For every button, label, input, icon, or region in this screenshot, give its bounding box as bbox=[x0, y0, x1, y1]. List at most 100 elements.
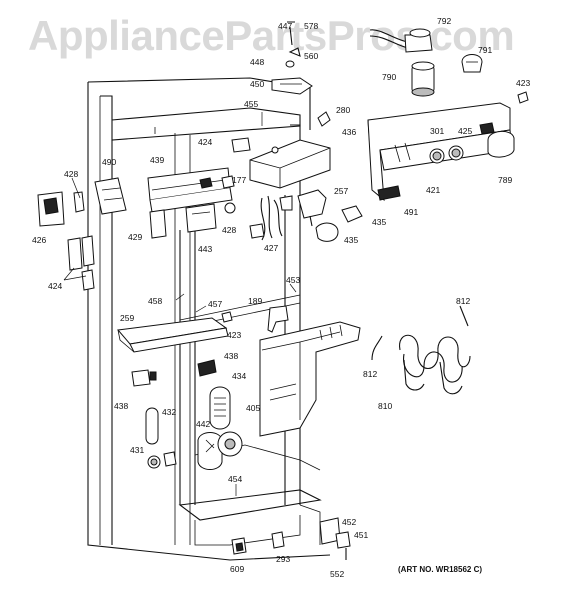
callout-424-top: 424 bbox=[198, 137, 213, 147]
callout-443: 443 bbox=[198, 244, 213, 254]
callout-423-top: 423 bbox=[516, 78, 531, 88]
part-428-bulb bbox=[224, 202, 236, 214]
part-812-upper bbox=[459, 305, 469, 327]
part-431-inner bbox=[150, 458, 158, 466]
part-189 bbox=[267, 305, 289, 333]
callout-429: 429 bbox=[128, 232, 143, 242]
callout-432: 432 bbox=[162, 407, 177, 417]
part-434 bbox=[209, 386, 231, 430]
callout-447: 447 bbox=[278, 21, 293, 31]
part-423-top bbox=[517, 91, 529, 104]
bottom-brackets bbox=[319, 517, 351, 560]
callout-259: 259 bbox=[120, 313, 135, 323]
top-hardware-cluster bbox=[271, 21, 313, 95]
callout-490: 490 bbox=[102, 157, 117, 167]
callout-423-mid: 423 bbox=[227, 330, 242, 340]
fan-motor-442 bbox=[197, 431, 243, 470]
part-789 bbox=[487, 131, 515, 158]
leader-457 bbox=[195, 305, 207, 313]
callout-578: 578 bbox=[304, 21, 319, 31]
callout-177: 177 bbox=[232, 175, 247, 185]
art-number: (ART NO. WR18562 C) bbox=[398, 565, 483, 574]
wiring-harness-427 bbox=[249, 195, 293, 241]
callout-812-upper: 812 bbox=[456, 296, 471, 306]
callout-450: 450 bbox=[250, 79, 265, 89]
damper-motor-assembly bbox=[369, 28, 483, 97]
callout-435-right: 435 bbox=[372, 217, 387, 227]
callout-257: 257 bbox=[334, 186, 349, 196]
callout-439: 439 bbox=[150, 155, 165, 165]
duct-405 bbox=[259, 321, 361, 437]
part-257-lead bbox=[309, 215, 313, 227]
callout-457: 457 bbox=[208, 299, 223, 309]
callout-189: 189 bbox=[248, 296, 263, 306]
callout-552: 552 bbox=[330, 569, 345, 579]
callout-448: 448 bbox=[250, 57, 265, 67]
callout-810: 810 bbox=[378, 401, 393, 411]
part-257 bbox=[297, 189, 327, 219]
callout-424-bottom: 424 bbox=[48, 281, 63, 291]
callout-426: 426 bbox=[32, 235, 47, 245]
part-435-socket bbox=[341, 205, 363, 223]
callout-428-mid: 428 bbox=[222, 225, 237, 235]
callout-301: 301 bbox=[430, 126, 445, 136]
callout-421: 421 bbox=[426, 185, 441, 195]
part-443 bbox=[185, 203, 217, 233]
part-438-lower-plug bbox=[149, 371, 157, 381]
defrost-heater-810 bbox=[399, 334, 471, 395]
callout-428-left: 428 bbox=[64, 169, 79, 179]
part-438-lower bbox=[131, 369, 151, 387]
callout-438-lower: 438 bbox=[114, 401, 129, 411]
watermark: AppliancePartsPros.com bbox=[28, 12, 515, 59]
brackets-424 bbox=[63, 235, 95, 291]
callout-453: 453 bbox=[286, 275, 301, 285]
callout-427: 427 bbox=[264, 243, 279, 253]
evaporator-cover-421 bbox=[367, 102, 513, 202]
part-434-grille bbox=[214, 397, 226, 417]
callout-452: 452 bbox=[342, 517, 357, 527]
callout-458: 458 bbox=[148, 296, 163, 306]
part-609-inner bbox=[235, 542, 244, 552]
part-435-bulb bbox=[315, 222, 339, 242]
callout-789: 789 bbox=[498, 175, 513, 185]
part-177 bbox=[221, 175, 235, 189]
part-293 bbox=[271, 531, 285, 549]
part-423-mid bbox=[221, 311, 233, 323]
callout-442: 442 bbox=[196, 419, 211, 429]
part-432-cap bbox=[163, 451, 177, 467]
callout-436: 436 bbox=[342, 127, 357, 137]
part-432 bbox=[145, 407, 159, 445]
callout-491: 491 bbox=[404, 207, 419, 217]
callout-451: 451 bbox=[354, 530, 369, 540]
callout-609: 609 bbox=[230, 564, 245, 574]
leader-453 bbox=[289, 283, 297, 293]
control-housing-436 bbox=[249, 139, 331, 189]
part-429 bbox=[149, 209, 167, 239]
callout-434: 434 bbox=[232, 371, 247, 381]
part-491 bbox=[377, 185, 401, 201]
callout-791: 791 bbox=[478, 45, 493, 55]
left-switch-parts bbox=[37, 177, 127, 227]
callout-438-upper: 438 bbox=[224, 351, 239, 361]
callout-280: 280 bbox=[336, 105, 351, 115]
part-424-top bbox=[231, 137, 251, 153]
callout-560: 560 bbox=[304, 51, 319, 61]
callout-790: 790 bbox=[382, 72, 397, 82]
callout-435-lower: 435 bbox=[344, 235, 359, 245]
part-812-lower bbox=[371, 335, 383, 361]
callout-425: 425 bbox=[458, 126, 473, 136]
callout-431: 431 bbox=[130, 445, 145, 455]
callout-405: 405 bbox=[246, 403, 261, 413]
callout-293: 293 bbox=[276, 554, 291, 564]
part-443-slot bbox=[191, 211, 211, 215]
cover-259 bbox=[117, 317, 229, 353]
leader-458 bbox=[175, 293, 185, 301]
part-280 bbox=[317, 111, 331, 127]
part-438-upper bbox=[197, 359, 217, 377]
callout-455: 455 bbox=[244, 99, 259, 109]
callout-792: 792 bbox=[437, 16, 452, 26]
callout-454: 454 bbox=[228, 474, 243, 484]
light-housing-439 bbox=[147, 167, 233, 213]
